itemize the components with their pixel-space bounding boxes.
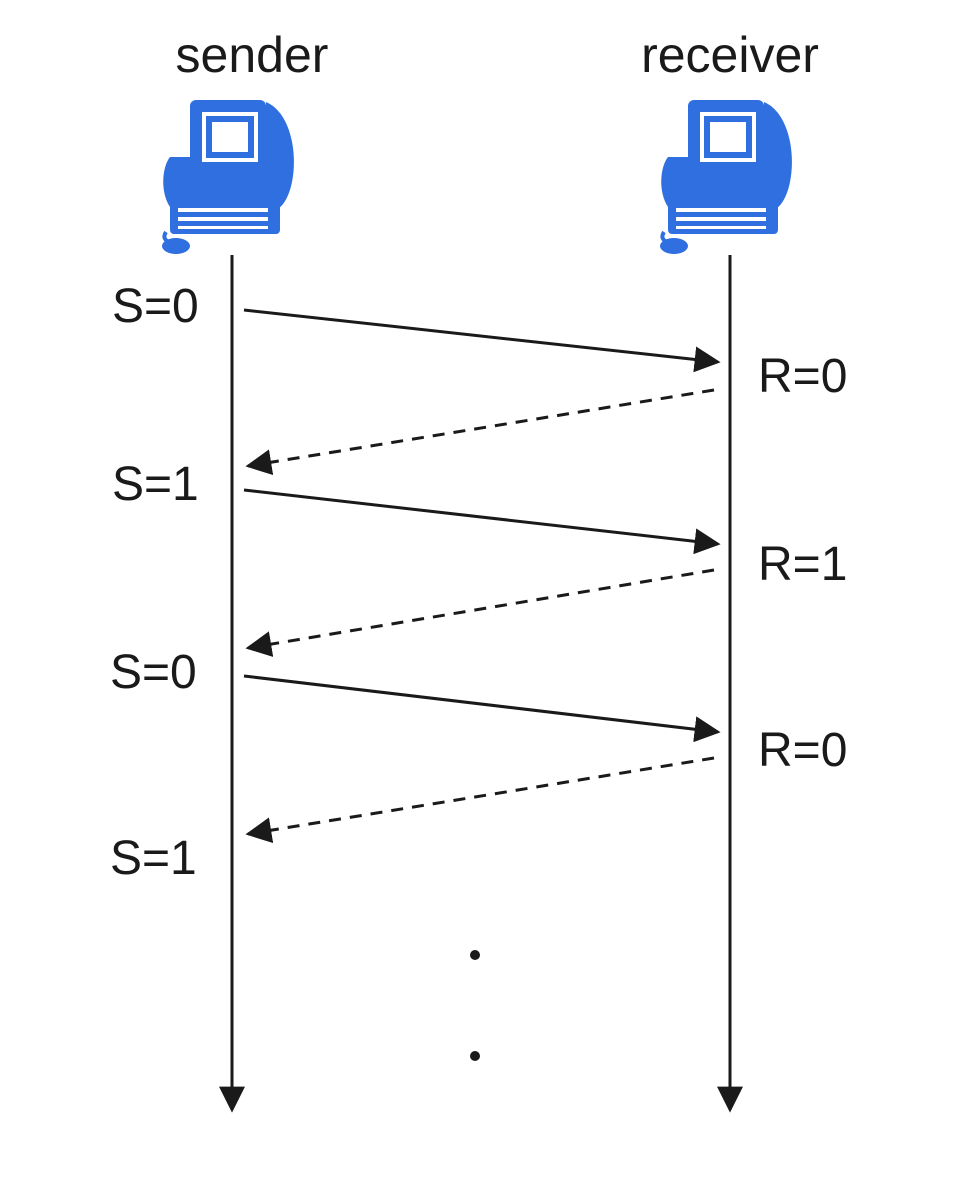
sender-state: S=1	[110, 832, 197, 885]
ack-arrow	[245, 388, 715, 476]
continuation-dot	[470, 1051, 480, 1061]
computer-icon	[160, 98, 296, 256]
continuation-dot	[470, 950, 480, 960]
sender-state: S=0	[112, 280, 199, 333]
data-arrow	[243, 308, 721, 373]
ack-arrow	[245, 756, 715, 844]
sender-label: sender	[176, 27, 329, 83]
receiver-state: R=0	[758, 724, 847, 777]
receiver-state: R=1	[758, 538, 847, 591]
receiver-label: receiver	[641, 27, 819, 83]
data-arrow	[243, 488, 721, 555]
computer-icon	[658, 98, 794, 256]
sender-state: S=0	[110, 646, 197, 699]
receiver-state: R=0	[758, 350, 847, 403]
sender-state: S=1	[112, 458, 199, 511]
ack-arrow	[245, 568, 715, 657]
data-arrow	[243, 674, 721, 743]
